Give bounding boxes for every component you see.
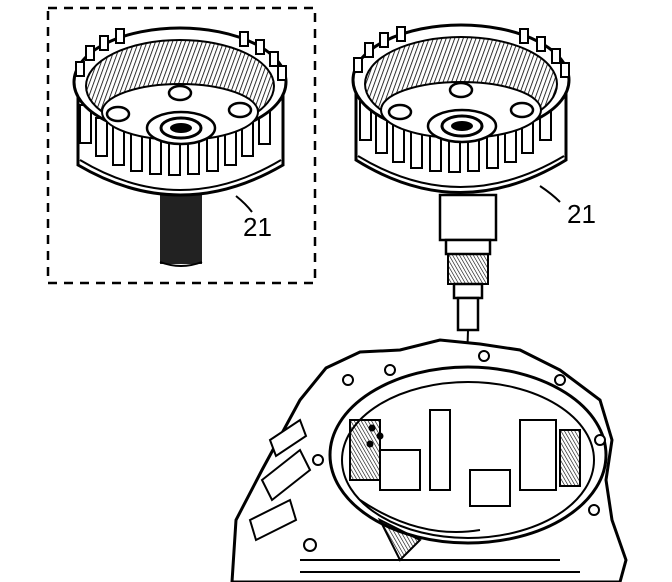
left-drum-shaft (160, 192, 202, 264)
right-drum-shaft-upper (438, 193, 498, 242)
right-leader-line (539, 185, 561, 203)
transmission-case (230, 338, 628, 582)
callout-21-left: 21 (243, 212, 272, 242)
callout-21-right: 21 (567, 199, 596, 229)
right-drum-spline (447, 253, 489, 285)
right-drum-assembly (351, 23, 571, 332)
left-leader-line (235, 195, 253, 213)
detail-dashed-box (46, 6, 317, 285)
left-drum-assembly (72, 26, 288, 267)
